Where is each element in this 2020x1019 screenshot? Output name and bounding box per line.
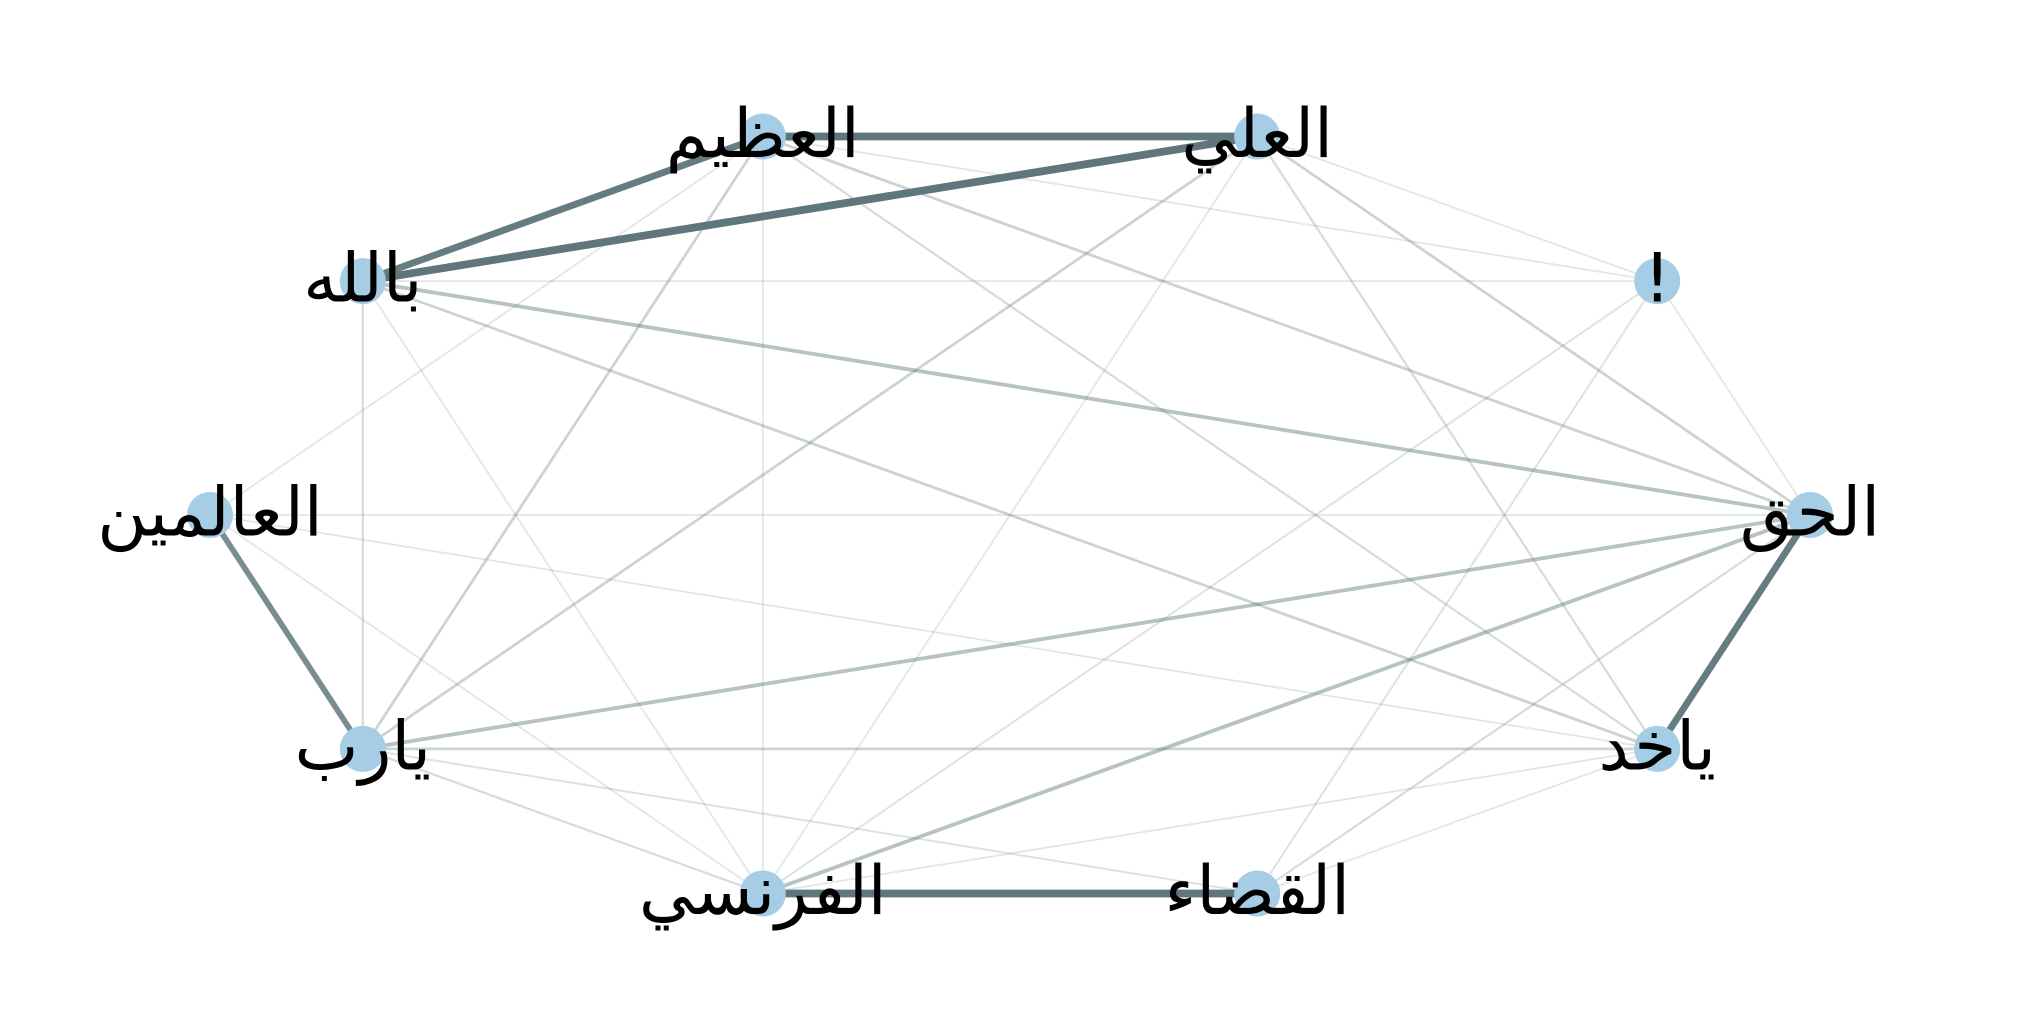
node-n8[interactable] bbox=[1234, 870, 1281, 917]
edge-n6-n8 bbox=[362, 747, 1258, 895]
edge-n3-n9 bbox=[762, 135, 1658, 750]
edge-n1-n3 bbox=[762, 135, 1658, 282]
edge-n0-n8 bbox=[1256, 514, 1811, 895]
node-n1[interactable] bbox=[1634, 258, 1681, 305]
edge-n1-n2 bbox=[1256, 135, 1658, 282]
edge-n6-n0 bbox=[362, 513, 1811, 751]
node-label-n9: ياخد bbox=[1599, 707, 1716, 786]
node-label-n2: العلي bbox=[1181, 95, 1333, 174]
edge-n1-n7 bbox=[762, 280, 1658, 895]
edge-n5-n7 bbox=[209, 514, 764, 895]
edge-n4-n7 bbox=[362, 280, 764, 894]
edge-n1-n8 bbox=[1256, 280, 1659, 895]
edge-n9-n8 bbox=[1256, 748, 1658, 895]
node-n3[interactable] bbox=[739, 113, 786, 160]
edge-n5-n9 bbox=[209, 514, 1658, 750]
node-n0[interactable] bbox=[1787, 492, 1833, 538]
edge-n2-n9 bbox=[1256, 135, 1659, 750]
edge-n2-n6 bbox=[362, 135, 1258, 751]
node-label-n0: الحق bbox=[1740, 474, 1880, 553]
edge-n5-n6 bbox=[207, 513, 366, 751]
edge-n2-n0 bbox=[1256, 135, 1811, 517]
edge-n3-n0 bbox=[762, 135, 1811, 517]
edge-n3-n6 bbox=[361, 135, 764, 750]
node-n9[interactable] bbox=[1634, 725, 1681, 772]
edge-n4-n2 bbox=[362, 132, 1258, 285]
node-label-n6: يارب bbox=[295, 707, 432, 786]
node-n7[interactable] bbox=[739, 870, 786, 917]
node-label-n5: العالمين bbox=[97, 474, 322, 553]
node-n4[interactable] bbox=[339, 258, 386, 305]
node-label-n8: القضاء bbox=[1164, 852, 1350, 931]
label-layer: الحق! العلي العظيم بالله العالمين يارب الفرنسي… bbox=[97, 95, 1880, 931]
node-label-n7: الفرنسي bbox=[639, 852, 887, 931]
edge-n2-n7 bbox=[762, 136, 1258, 894]
edge-n4-n0 bbox=[362, 279, 1811, 517]
node-layer bbox=[187, 113, 1833, 917]
node-label-n1: ! bbox=[1644, 240, 1671, 319]
edge-n0-n9 bbox=[1654, 513, 1813, 751]
edge-n6-n7 bbox=[362, 747, 764, 895]
edge-layer bbox=[207, 132, 1813, 898]
node-n2[interactable] bbox=[1234, 113, 1281, 160]
edge-n7-n0 bbox=[762, 513, 1811, 896]
edge-n4-n3 bbox=[361, 133, 764, 285]
node-label-n4: بالله bbox=[303, 240, 422, 319]
edge-n1-n0 bbox=[1656, 280, 1811, 516]
edge-n4-n9 bbox=[362, 279, 1658, 751]
edge-n5-n3 bbox=[209, 135, 764, 516]
node-n5[interactable] bbox=[187, 492, 233, 538]
node-n6[interactable] bbox=[339, 725, 386, 772]
node-label-n3: العظيم bbox=[666, 95, 860, 174]
edge-n7-n9 bbox=[762, 748, 1658, 895]
